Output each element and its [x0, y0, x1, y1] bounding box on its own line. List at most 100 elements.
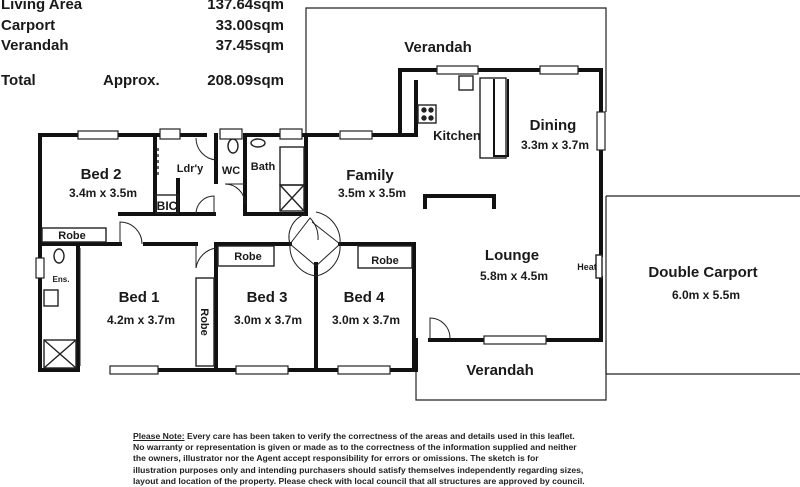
room-dims: 3.4m x 3.5m — [69, 186, 137, 200]
room-name: Bed 2 — [81, 166, 122, 183]
door-leaf — [311, 221, 341, 245]
window — [109, 365, 159, 375]
bath-tub — [279, 146, 305, 186]
heater-icon — [595, 254, 603, 279]
toilet-icon — [53, 248, 65, 264]
area-row-living: Living Area 137.64sqm — [0, 0, 290, 16]
area-label: Carport — [1, 17, 56, 34]
window — [339, 130, 373, 140]
window — [219, 128, 243, 140]
window — [159, 128, 181, 140]
kitchen-bench — [493, 79, 509, 157]
disclaimer-line: Please Note: Every care has been taken t… — [133, 431, 653, 442]
room-name: Robe — [234, 251, 262, 263]
room-name: Family — [346, 167, 394, 184]
area-row-carport: Carport 33.00sqm — [0, 17, 290, 37]
room-name: Verandah — [404, 39, 472, 56]
top-verandah-outline — [305, 7, 607, 135]
room-name: Heat — [577, 262, 597, 272]
burner-icon — [421, 107, 427, 113]
window — [235, 365, 289, 375]
kitchen-wall — [398, 68, 439, 137]
wall — [544, 276, 603, 342]
room-name: Double Carport — [648, 264, 757, 281]
door-swing — [195, 195, 215, 215]
room-dims: 3.0m x 3.7m — [332, 313, 400, 327]
room-name: Dining — [530, 117, 577, 134]
burner-icon — [428, 115, 434, 121]
room-name: Robe — [58, 230, 86, 242]
robe-box — [357, 245, 413, 269]
door-swing — [315, 211, 341, 245]
area-label: Living Area — [1, 0, 83, 13]
room-dims: 4.2m x 3.7m — [107, 313, 175, 327]
disclaimer-line: No warranty or representation is given o… — [133, 442, 577, 453]
door-swing — [289, 217, 319, 245]
door-swing — [288, 213, 307, 245]
partitions — [41, 75, 603, 369]
room-dims: 5.8m x 4.5m — [480, 269, 548, 283]
door-swing — [429, 317, 451, 340]
toilet-icon — [227, 138, 239, 154]
room-dims: 3.3m x 3.7m — [521, 138, 589, 152]
wall — [38, 133, 80, 372]
cooktop — [417, 104, 437, 124]
robe-box — [217, 245, 275, 267]
burner-icon — [421, 115, 427, 121]
window — [279, 128, 303, 140]
window — [337, 365, 391, 375]
room-name: Bath — [251, 161, 276, 173]
vanity-basin — [43, 289, 59, 307]
door-swing — [315, 243, 341, 277]
window — [77, 130, 119, 140]
basin-icon — [250, 138, 266, 148]
room-name: BIC — [157, 199, 178, 213]
shower-base — [279, 184, 305, 212]
door-swing — [119, 221, 143, 245]
total-label: Total — [1, 72, 36, 89]
disclaimer: Please Note: Every care has been taken t… — [133, 431, 653, 487]
sink-icon — [458, 75, 474, 91]
area-value: 37.45sqm — [215, 37, 284, 54]
bic-box — [155, 194, 179, 214]
door-swing — [289, 243, 317, 277]
family-bench — [423, 194, 496, 209]
door-leaf — [289, 243, 317, 267]
kitchen-return — [396, 80, 418, 137]
room-name: Bed 4 — [344, 289, 386, 306]
area-value: 137.64sqm — [207, 0, 284, 13]
door-swing — [195, 137, 217, 161]
room-name: Ens. — [53, 275, 70, 284]
shower-cross — [279, 184, 305, 212]
burner-icon — [428, 107, 434, 113]
room-dims: 6.0m x 5.5m — [672, 288, 740, 302]
ensuite-shower — [43, 339, 77, 369]
room-dims: 3.0m x 3.7m — [234, 313, 302, 327]
window — [35, 257, 45, 279]
window — [539, 65, 579, 75]
wall — [576, 68, 603, 114]
area-label: Verandah — [1, 37, 69, 54]
island-bench — [479, 77, 507, 159]
robe-box — [41, 227, 107, 243]
door-swing — [195, 244, 217, 269]
window — [483, 335, 547, 345]
door-leaf — [315, 243, 341, 267]
room-name: Robe — [198, 308, 210, 336]
room-name: Robe — [371, 255, 399, 267]
area-row-total: Total Approx. 208.09sqm — [0, 72, 290, 92]
walls — [38, 68, 603, 372]
room-dims: 3.5m x 3.5m — [338, 186, 406, 200]
room-name: Ldr'y — [177, 163, 204, 175]
total-value: 208.09sqm — [207, 72, 284, 89]
room-name: Bed 1 — [119, 289, 160, 306]
total-qualifier: Approx. — [103, 72, 160, 89]
disclaimer-line: the owners, illustrator nor the Agent ac… — [133, 453, 539, 464]
disclaimer-heading: Please Note: — [133, 431, 185, 441]
outdoor-outlines — [305, 7, 800, 401]
windows — [35, 65, 606, 375]
disclaimer-line: layout and location of the property. Ple… — [133, 475, 585, 486]
window — [436, 65, 479, 75]
area-value: 33.00sqm — [215, 17, 284, 34]
